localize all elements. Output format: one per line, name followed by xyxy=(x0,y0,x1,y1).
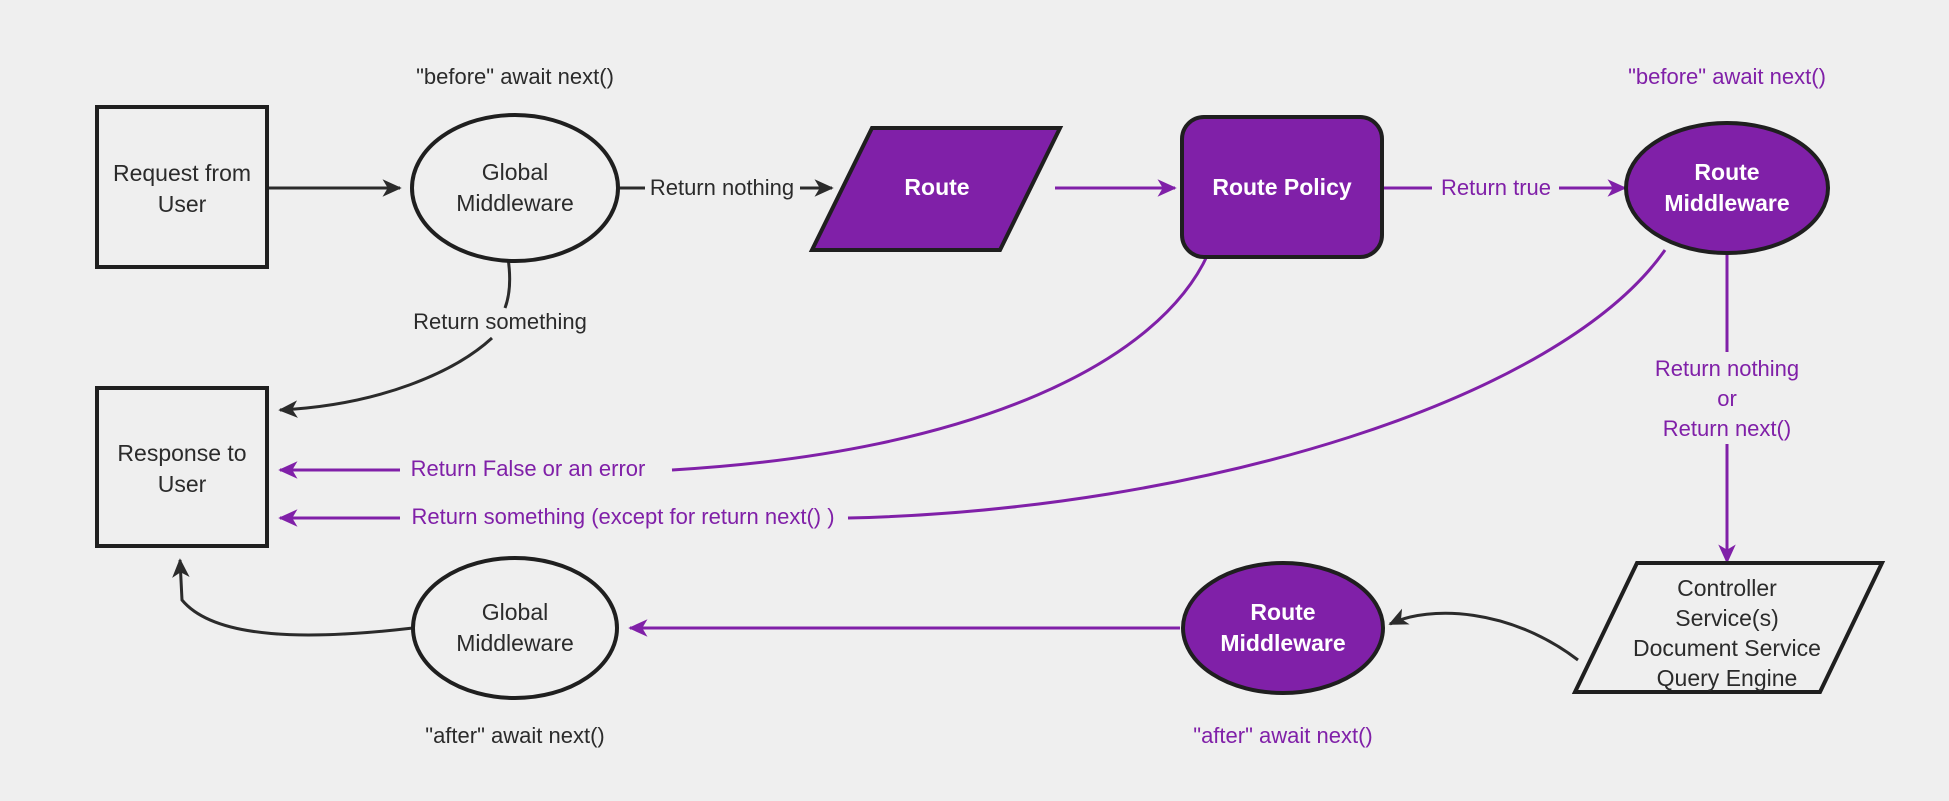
node-global-middleware-before-label-line1: Global xyxy=(482,159,548,185)
node-route-middleware-before-label-line1: Route xyxy=(1694,159,1759,185)
edge-global-middleware-to-response-upper xyxy=(503,257,512,309)
node-request-from-user-label-line1: Request from xyxy=(113,160,251,186)
node-response-to-user-label-line1: Response to xyxy=(117,440,246,466)
node-controller-services-label-line2: Service(s) xyxy=(1675,605,1779,631)
edge-label-return-something-except-next: Return something (except for return next… xyxy=(411,504,834,529)
edge-label-return-false-or-error: Return False or an error xyxy=(411,456,646,481)
edge-label-return-true: Return true xyxy=(1441,175,1551,200)
annotation-before-await-next-global: "before" await next() xyxy=(416,64,614,89)
edge-label-return-nothing-or-next-line1: Return nothing xyxy=(1655,356,1799,381)
node-route-middleware-before[interactable]: Route Middleware xyxy=(1624,121,1830,255)
node-controller-services-label-line4: Query Engine xyxy=(1657,665,1798,691)
node-global-middleware-after[interactable]: Global Middleware xyxy=(411,556,619,700)
edge-route-middleware-to-response-curve xyxy=(847,249,1667,520)
node-controller-services-label-line3: Document Service xyxy=(1633,635,1821,661)
edge-route-policy-to-response-curve xyxy=(671,253,1210,472)
annotation-after-await-next-global: "after" await next() xyxy=(425,723,604,748)
node-route-middleware-after[interactable]: Route Middleware xyxy=(1181,561,1385,695)
node-controller-services[interactable]: Controller Service(s) Document Service Q… xyxy=(1571,561,1886,694)
node-global-middleware-after-label-line1: Global xyxy=(482,599,548,625)
node-request-from-user-label-line2: User xyxy=(158,191,207,217)
node-request-from-user[interactable]: Request from User xyxy=(95,105,269,269)
annotation-before-await-next-route: "before" await next() xyxy=(1628,64,1826,89)
node-route-middleware-after-label-line1: Route xyxy=(1250,599,1315,625)
node-route-policy[interactable]: Route Policy xyxy=(1180,115,1384,259)
node-global-middleware-before-label-line2: Middleware xyxy=(456,190,574,216)
node-route[interactable]: Route xyxy=(808,126,1064,252)
annotation-after-await-next-route: "after" await next() xyxy=(1193,723,1372,748)
node-global-middleware-before[interactable]: Global Middleware xyxy=(410,113,620,263)
node-route-policy-label: Route Policy xyxy=(1212,174,1352,200)
edge-controller-to-route-middleware-after xyxy=(1388,608,1579,662)
edge-label-return-something: Return something xyxy=(413,309,587,334)
edge-global-middleware-to-response-lower xyxy=(278,336,494,418)
node-route-middleware-after-label-line2: Middleware xyxy=(1220,630,1345,656)
edge-label-return-nothing-or-next-line3: Return next() xyxy=(1663,416,1791,441)
node-response-to-user[interactable]: Response to User xyxy=(95,386,269,548)
edge-label-return-nothing: Return nothing xyxy=(650,175,794,200)
node-route-label: Route xyxy=(904,174,969,200)
node-global-middleware-after-label-line2: Middleware xyxy=(456,630,574,656)
edge-label-return-nothing-or-next-line2: or xyxy=(1717,386,1737,411)
node-route-middleware-before-label-line2: Middleware xyxy=(1664,190,1789,216)
edge-global-middleware-after-to-response xyxy=(172,558,414,637)
node-controller-services-label-line1: Controller xyxy=(1677,575,1777,601)
node-response-to-user-label-line2: User xyxy=(158,471,207,497)
